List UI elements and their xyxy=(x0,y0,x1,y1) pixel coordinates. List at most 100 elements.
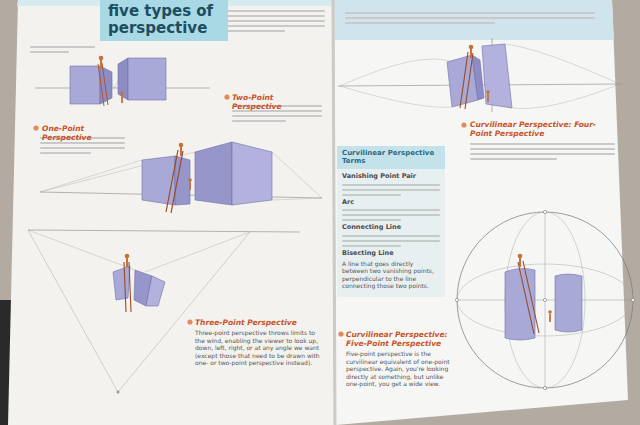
section-body: Five-point perspective is the curvilinea… xyxy=(346,350,456,388)
left-page xyxy=(8,0,334,425)
drawing-circle xyxy=(455,298,458,301)
drawing-path xyxy=(505,268,535,340)
drawing-path xyxy=(512,84,620,109)
right-page xyxy=(334,0,628,425)
title-band: five types of perspective xyxy=(100,0,228,41)
drawing-line xyxy=(171,151,183,213)
drawing-line xyxy=(166,150,178,212)
drawing-line xyxy=(470,49,472,58)
blurred-text-line xyxy=(345,22,495,24)
drawing-line xyxy=(465,53,473,109)
drawing-polygon xyxy=(472,55,484,100)
section-heading: Three-Point Perspective xyxy=(195,318,320,327)
drawing-circle xyxy=(631,298,634,301)
drawing-path xyxy=(340,86,452,107)
drawing-circle xyxy=(461,122,466,127)
drawing-rect xyxy=(128,58,166,100)
drawing-path xyxy=(340,59,452,86)
title-text: five types of perspective xyxy=(108,3,220,36)
gutter xyxy=(333,0,335,425)
drawing-polygon xyxy=(232,142,272,205)
drawing-polygon xyxy=(482,44,512,108)
drawing-line xyxy=(129,262,131,312)
blurred-text-line xyxy=(225,10,325,12)
drawing-circle xyxy=(120,91,124,95)
drawing-circle xyxy=(99,56,104,61)
drawing-circle xyxy=(187,319,192,324)
term-name: Bisecting Line xyxy=(342,250,440,258)
drawing-line xyxy=(549,314,551,322)
drawing-circle xyxy=(224,94,229,99)
three-point-figure xyxy=(28,230,300,394)
drawing-circle xyxy=(117,391,120,394)
drawing-rect xyxy=(70,66,100,104)
drawing-line xyxy=(40,160,142,192)
drawing-path xyxy=(555,274,582,332)
section-heading: Curvilinear Perspective: Four-Point Pers… xyxy=(470,120,618,138)
drawing-circle xyxy=(125,254,130,259)
drawing-circle xyxy=(338,331,343,336)
drawing-ellipse xyxy=(505,212,585,388)
blurred-text-line xyxy=(40,142,125,144)
drawing-circle xyxy=(457,212,633,388)
header-band xyxy=(334,0,614,40)
drawing-path xyxy=(505,44,620,84)
blurred-text-line xyxy=(470,143,615,145)
drawing-circle xyxy=(179,143,184,148)
drawing-circle xyxy=(518,254,523,259)
blurred-text-line xyxy=(342,235,440,237)
drawing-line xyxy=(519,258,521,267)
section-heading: Curvilinear Perspective: Five-Point Pers… xyxy=(346,330,456,348)
blurred-text-line xyxy=(40,147,125,149)
blurred-text-line xyxy=(225,20,325,22)
drawing-circle xyxy=(486,90,490,94)
drawing-line xyxy=(100,60,102,68)
blurred-text-line xyxy=(345,17,595,19)
terms-box: Curvilinear Perspective TermsVanishing P… xyxy=(337,146,445,297)
drawing-circle xyxy=(33,125,38,130)
drawing-circle xyxy=(548,310,552,314)
four-point-figure xyxy=(338,38,622,128)
section-body: Three-point perspective throws limits to… xyxy=(195,329,320,367)
drawing-polygon xyxy=(195,142,232,205)
blurred-text-line xyxy=(470,148,615,150)
blurred-text-line xyxy=(225,30,285,32)
blurred-text-line xyxy=(232,115,322,117)
drawing-polygon xyxy=(146,276,165,306)
drawing-line xyxy=(272,198,322,200)
drawing-circle xyxy=(188,178,192,182)
drawing-line xyxy=(180,147,182,156)
blurred-text-line xyxy=(345,12,595,14)
drawing-line xyxy=(487,94,489,102)
one-point-figure xyxy=(33,56,210,131)
drawing-line xyxy=(28,230,118,392)
blurred-text-line xyxy=(232,120,286,122)
term-definition: A line that goes directly between two va… xyxy=(342,260,440,290)
drawing-circle xyxy=(543,386,546,389)
term-name: Connecting Line xyxy=(342,224,440,232)
blurred-text-line xyxy=(470,153,615,155)
blurred-text-line xyxy=(342,194,401,196)
box-heading: Curvilinear Perspective Terms xyxy=(337,146,445,169)
term-name: Arc xyxy=(342,199,440,207)
drawing-line xyxy=(145,232,250,272)
drawing-circle xyxy=(543,298,546,301)
section-heading: Two-Point Perspective xyxy=(232,93,324,111)
drawing-line xyxy=(523,261,539,333)
two-point-figure xyxy=(40,94,322,213)
blurred-text-line xyxy=(342,189,440,191)
drawing-line xyxy=(28,230,135,270)
drawing-line xyxy=(272,152,322,198)
blurred-text-line xyxy=(342,214,440,216)
drawing-polygon xyxy=(113,266,130,300)
blurred-text-line xyxy=(30,51,69,53)
blurred-text-line xyxy=(342,209,440,211)
drawing-line xyxy=(118,232,250,392)
blurred-text-line xyxy=(30,46,95,48)
drawing-line xyxy=(124,262,126,312)
term-name: Vanishing Point Pair xyxy=(342,173,440,181)
